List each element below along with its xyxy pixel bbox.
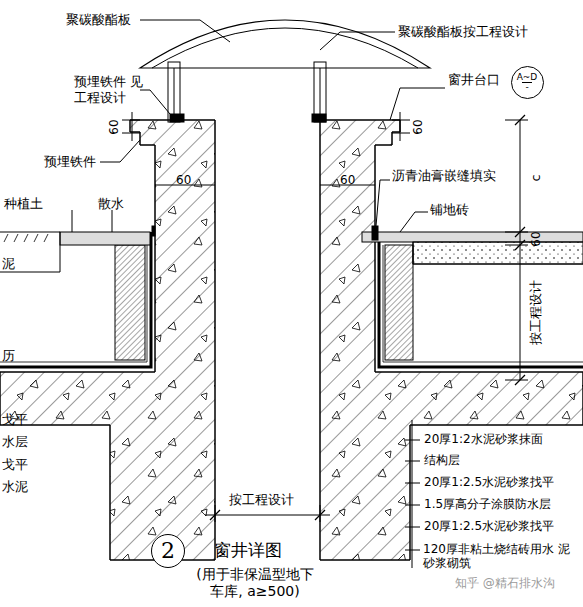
dimension: c [528,174,544,181]
callout-label: 泥 [2,256,15,272]
callout-label: 铺地砖 [430,202,469,218]
callout-label: 20厚1:2水泥砂浆抹面 [424,432,543,446]
callout-label: 按工程设计 [229,492,294,508]
watermark: 知乎 @精石排水沟 [455,576,555,590]
callout-label: 历 [2,348,15,364]
callout-text: A~D [517,73,538,82]
callout-label: 预埋铁件 [44,154,96,170]
dimension: 60 [529,231,543,246]
drawing-title: 窗井详图 [214,540,282,560]
drawing-caption: (用于非保温型地下 车库, a≥500) [188,566,322,600]
callout-label: 聚碳酸酯板 [66,12,131,28]
callout-label: 沥青油膏嵌缝填实 [392,168,496,184]
callout-label: 聚碳酸酯板按工程设计 [398,24,528,40]
callout-label: 戈平 [2,412,28,428]
callout-label: 窗井台口 [448,72,500,88]
callout-label: 结构层 [424,453,460,467]
callout-label: 1.5厚高分子涂膜防水层 [424,497,551,511]
dimension: 60 [340,173,355,187]
callout-label: 戈平 [2,457,28,473]
callout-label: 按工程设计 [528,280,544,345]
callout-label: 120厚非粘土烧结砖用水 泥砂浆砌筑 [423,542,573,571]
callout-label: 20厚1:2.5水泥砂浆找平 [424,519,554,533]
callout-label: 水层 [2,434,28,450]
callout-label: 水泥 [2,479,28,495]
callout-label: 散水 [98,196,124,212]
callout-text: - [522,82,531,92]
callout-text: 2 [161,540,175,562]
callout-label: 种植土 [4,196,43,212]
dimension: 60 [411,119,425,134]
callout-label: 预埋铁件 见工程设计 [74,74,144,105]
callout-circle: A~D- [511,66,544,99]
callout-label: 20厚1:2.5水泥砂浆找平 [424,475,554,489]
dimension: 60 [107,119,121,134]
callout-circle: 2 [151,534,185,568]
dimension: 60 [176,173,191,187]
